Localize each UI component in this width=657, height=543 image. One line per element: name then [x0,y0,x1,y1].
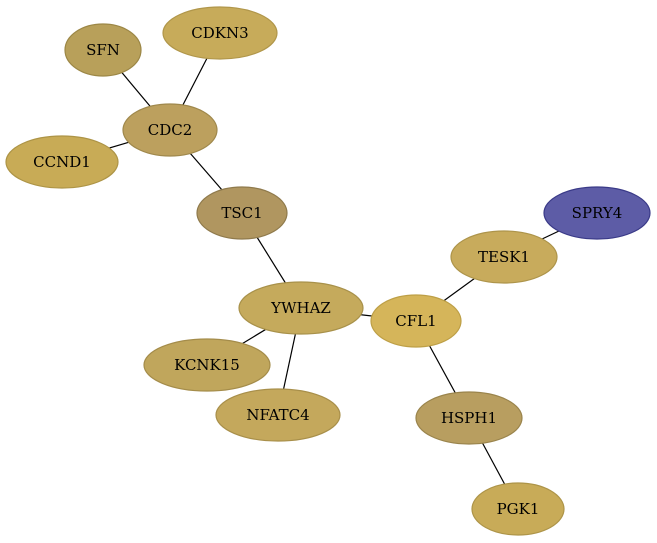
node-cdkn3[interactable]: CDKN3 [162,6,278,60]
node-ellipse [215,388,341,442]
node-hsph1[interactable]: HSPH1 [415,391,523,445]
node-kcnk15[interactable]: KCNK15 [143,338,271,392]
node-ellipse [238,281,364,335]
node-label: CDKN3 [191,24,248,42]
node-label: CDC2 [148,121,193,139]
node-label: NFATC4 [246,406,309,424]
node-spry4[interactable]: SPRY4 [543,186,651,240]
node-tsc1[interactable]: TSC1 [196,186,288,240]
node-label: KCNK15 [174,356,240,374]
node-label: PGK1 [497,500,540,518]
node-cfl1[interactable]: CFL1 [370,294,462,348]
node-ellipse [471,482,565,536]
node-sfn[interactable]: SFN [64,23,142,77]
node-label: TESK1 [478,248,530,266]
node-ywhaz[interactable]: YWHAZ [238,281,364,335]
node-nfatc4[interactable]: NFATC4 [215,388,341,442]
node-ellipse [122,103,218,157]
node-ellipse [196,186,288,240]
node-ellipse [162,6,278,60]
node-label: TSC1 [221,204,262,222]
node-tesk1[interactable]: TESK1 [450,230,558,284]
node-pgk1[interactable]: PGK1 [471,482,565,536]
node-ellipse [543,186,651,240]
node-label: HSPH1 [441,409,497,427]
node-ellipse [415,391,523,445]
node-ellipse [450,230,558,284]
node-label: SPRY4 [572,204,623,222]
node-label: CFL1 [395,312,436,330]
node-cdc2[interactable]: CDC2 [122,103,218,157]
node-ccnd1[interactable]: CCND1 [5,135,119,189]
node-label: YWHAZ [270,299,331,317]
node-ellipse [370,294,462,348]
node-label: CCND1 [33,153,91,171]
node-ellipse [5,135,119,189]
node-ellipse [64,23,142,77]
node-label: SFN [86,41,120,59]
node-ellipse [143,338,271,392]
